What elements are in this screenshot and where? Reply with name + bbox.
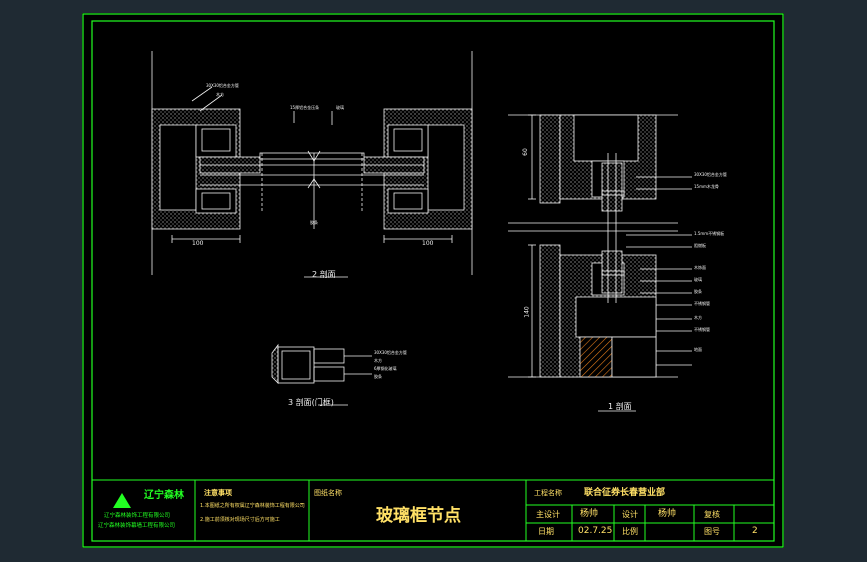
annotation-label: 玻璃 [694,277,702,282]
annotation-label: 6厚钢化玻璃 [374,366,397,371]
annotation-label: 木方 [216,92,224,97]
annotation-label: 15mm木龙骨 [694,184,719,189]
annotation-label: 胶条 [374,374,382,379]
annotation-label: 不锈钢管 [694,327,710,332]
note-1: 1.本图纸之所有权属辽宁森林装饰工程有限公司 [200,503,305,509]
annotation-label: 木饰面 [694,265,706,270]
company-line-2: 辽宁森林装饰幕墙工程有限公司 [98,523,176,529]
design-name: 杨帅 [658,509,677,519]
company-name: 辽宁森林 [144,490,184,501]
annotation-label: 木方 [694,315,702,320]
drawing-name-label: 图纸名称 [314,489,342,497]
designer-label: 主设计 [536,510,560,519]
annotation-label: 胶条 [694,289,702,294]
dimension-left-width: 100 [192,240,204,247]
dimension-upper-height: 60 [521,148,529,156]
inner-frame [91,20,775,542]
section-2-drawing [151,51,473,278]
section-3-drawing [271,343,372,406]
company-logo-icon [113,493,131,508]
annotation-label: 15厚铝合金压条 [290,105,320,110]
drawing-sheet: 辽宁森林 辽宁森林装饰工程有限公司 辽宁森林装饰幕墙工程有限公司 注意事项 1.… [82,13,784,548]
review-label: 复核 [704,510,720,519]
dimension-right-width: 100 [422,240,434,247]
drawing-name: 玻璃框节点 [376,506,461,526]
annotation-label: 不锈钢管 [694,301,710,306]
sheet-value: 2 [752,526,758,536]
outer-frame [82,13,784,548]
annotation-label: 阻燃板 [694,243,706,248]
annotation-label: 30X30铝合金方管 [694,172,727,177]
section-1-label: 1 剖面 [608,402,632,411]
annotation-label: 玻璃 [336,105,344,110]
scale-label: 比例 [622,527,638,536]
dimension-lower-height: 140 [523,306,531,318]
sheet-label: 图号 [704,527,720,536]
annotation-label: 胶条 [310,220,318,225]
annotation-label: 30X30铝合金方管 [374,350,407,355]
date-value: 02.7.25 [578,526,613,536]
project-name: 联合征券长春营业部 [584,488,666,498]
title-block-lines [92,479,774,541]
company-line-1: 辽宁森林装饰工程有限公司 [104,513,171,519]
cad-drawing [82,13,784,548]
section-2-label: 2 剖面 [312,270,336,279]
section-3-label: 3 剖面(门框) [288,398,334,407]
annotation-label: 木方 [374,358,382,363]
date-label: 日期 [538,527,554,536]
project-label: 工程名称 [534,489,562,497]
section-1-drawing [508,114,692,412]
annotation-label: 地面 [694,347,702,352]
note-2: 2.施工前须核对现场尺寸后方可施工 [200,517,280,523]
designer-name: 杨帅 [580,509,599,519]
notes-heading: 注意事项 [204,489,232,497]
annotation-label: 30X30铝合金方管 [206,83,239,88]
design-label: 设计 [622,510,638,519]
annotation-label: 1.5mm不锈钢板 [694,231,725,236]
